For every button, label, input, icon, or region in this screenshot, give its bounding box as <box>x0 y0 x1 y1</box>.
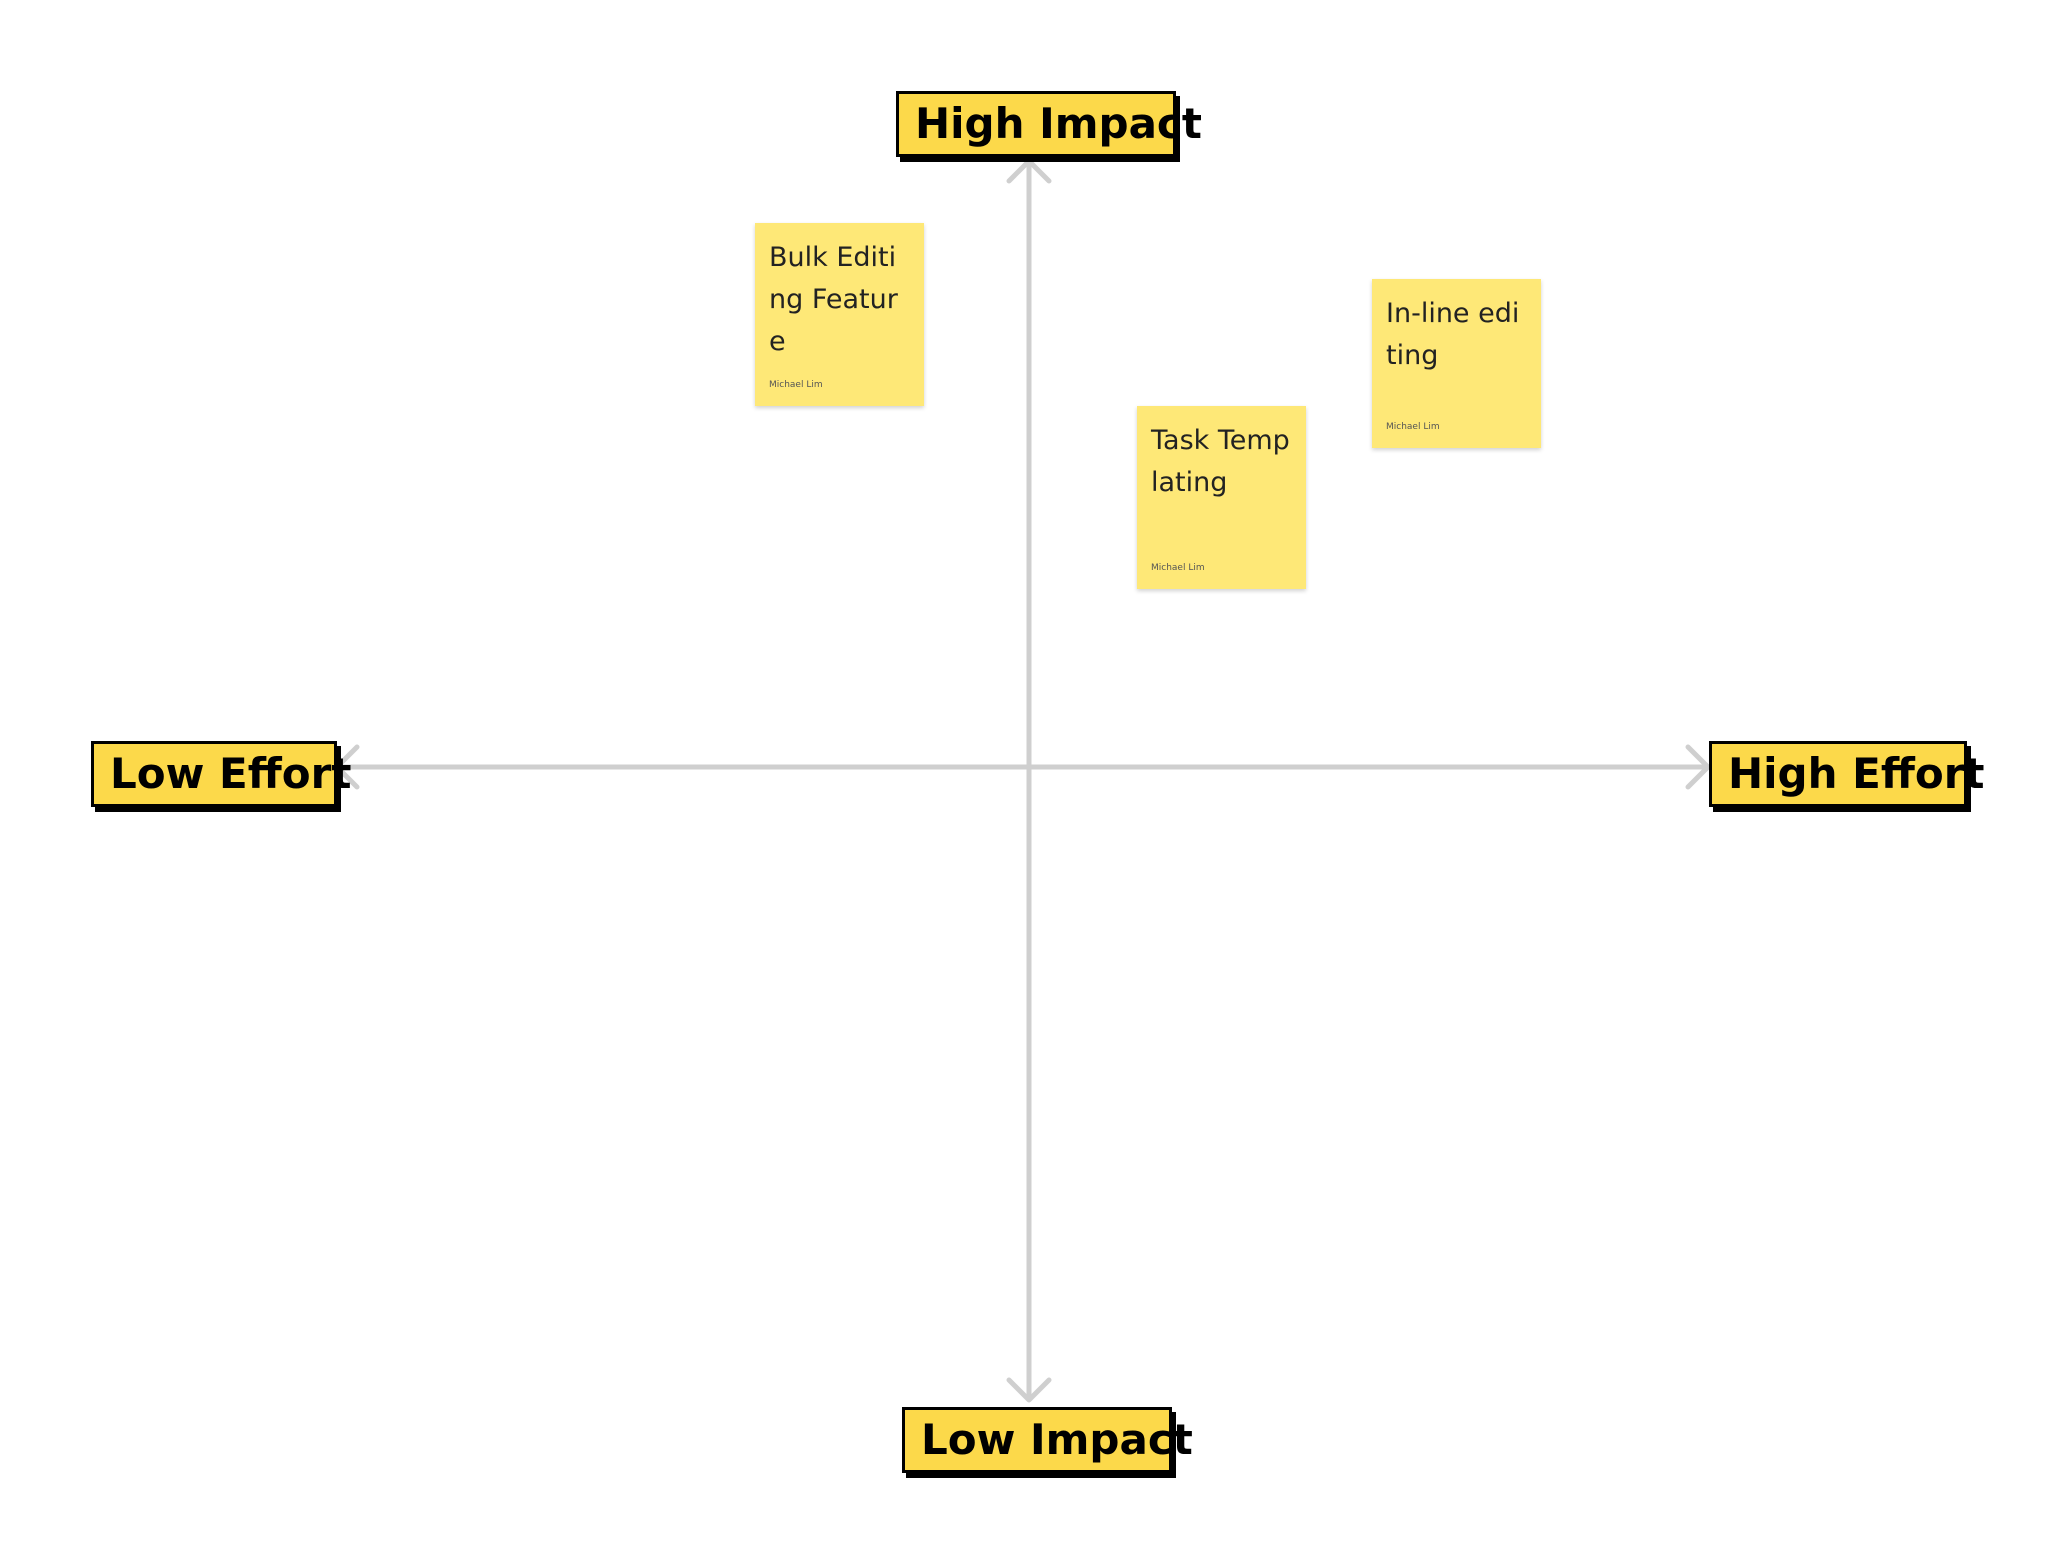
sticky-note-text: Task Templating <box>1151 425 1290 498</box>
sticky-note-author: Michael Lim <box>1386 422 1440 432</box>
sticky-note-author: Michael Lim <box>769 380 823 390</box>
axis-label-high-effort[interactable]: High Effort <box>1709 741 1985 807</box>
vertical-axis-bottom-arrowhead <box>1006 1377 1052 1403</box>
sticky-note[interactable]: Task Templating Michael Lim <box>1137 406 1306 589</box>
axis-label-low-impact[interactable]: Low Impact <box>902 1407 1193 1473</box>
sticky-note[interactable]: Bulk Editing Feature Michael Lim <box>755 223 924 406</box>
sticky-note-text: In-line editing <box>1386 298 1520 371</box>
sticky-note-author: Michael Lim <box>1151 563 1205 573</box>
horizontal-axis-right-arrowhead <box>1685 744 1711 790</box>
axis-label-low-effort[interactable]: Low Effort <box>91 741 351 807</box>
horizontal-axis-left-arrowhead <box>334 744 360 790</box>
sticky-note[interactable]: In-line editing Michael Lim <box>1372 279 1541 448</box>
vertical-axis-top-arrowhead <box>1006 158 1052 184</box>
sticky-note-text: Bulk Editing Feature <box>769 242 898 357</box>
axis-label-high-impact[interactable]: High Impact <box>896 91 1202 157</box>
